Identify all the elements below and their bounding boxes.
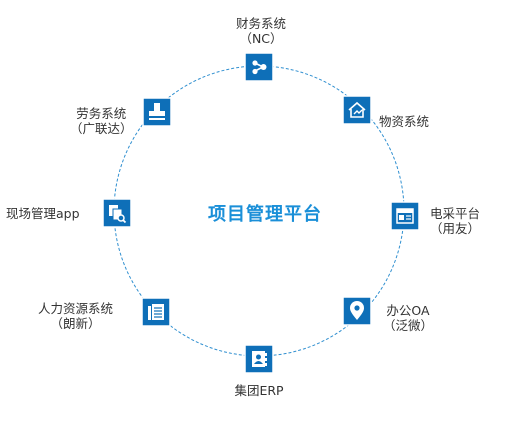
label-labor-line-1: 劳务系统 <box>76 106 127 121</box>
label-procure-line-2: （用友） <box>430 221 481 236</box>
node-procure[interactable] <box>390 201 420 231</box>
label-labor-line-2: （广联达） <box>70 121 133 136</box>
label-erp: 集团ERP <box>228 383 290 398</box>
share-nodes-icon <box>252 60 267 75</box>
label-labor: 劳务系统 （广联达） <box>70 106 133 136</box>
node-finance-badge <box>244 52 274 82</box>
stamp-icon <box>149 103 165 120</box>
node-material-badge <box>342 95 372 125</box>
label-finance-line-2: （NC） <box>239 31 283 46</box>
label-hr-line-2: （朗新） <box>50 316 101 331</box>
node-hr[interactable] <box>141 297 171 327</box>
label-site-line-1: 现场管理app <box>6 206 80 221</box>
news-icon <box>396 208 414 224</box>
contact-book-icon <box>252 351 267 367</box>
label-finance: 财务系统 （NC） <box>230 16 292 46</box>
label-hr: 人力资源系统 （朗新） <box>38 301 113 331</box>
node-site[interactable] <box>102 198 132 228</box>
label-office-line-1: 办公OA <box>386 303 430 318</box>
label-hr-line-1: 人力资源系统 <box>38 301 114 316</box>
node-site-badge <box>102 198 132 228</box>
label-erp-line-1: 集团ERP <box>234 383 284 398</box>
node-erp[interactable] <box>244 344 274 374</box>
node-office[interactable] <box>342 296 372 326</box>
location-pin-icon <box>350 301 364 320</box>
center-title: 项目管理平台 <box>208 204 322 225</box>
node-labor[interactable] <box>142 97 172 127</box>
search-document-icon <box>109 205 127 224</box>
node-material[interactable] <box>342 95 372 125</box>
label-office-line-2: （泛微） <box>383 318 434 333</box>
label-material: 物资系统 <box>379 114 429 129</box>
home-chart-icon <box>348 101 366 118</box>
label-procure: 电采平台 （用友） <box>430 206 480 236</box>
label-finance-line-1: 财务系统 <box>235 16 286 31</box>
node-finance[interactable] <box>244 52 274 82</box>
node-procure-badge <box>390 201 420 231</box>
document-list-icon <box>148 304 164 320</box>
label-material-line-1: 物资系统 <box>379 114 430 129</box>
label-office: 办公OA （泛微） <box>383 303 433 333</box>
label-procure-line-1: 电采平台 <box>430 206 481 221</box>
label-site: 现场管理app <box>6 206 80 221</box>
